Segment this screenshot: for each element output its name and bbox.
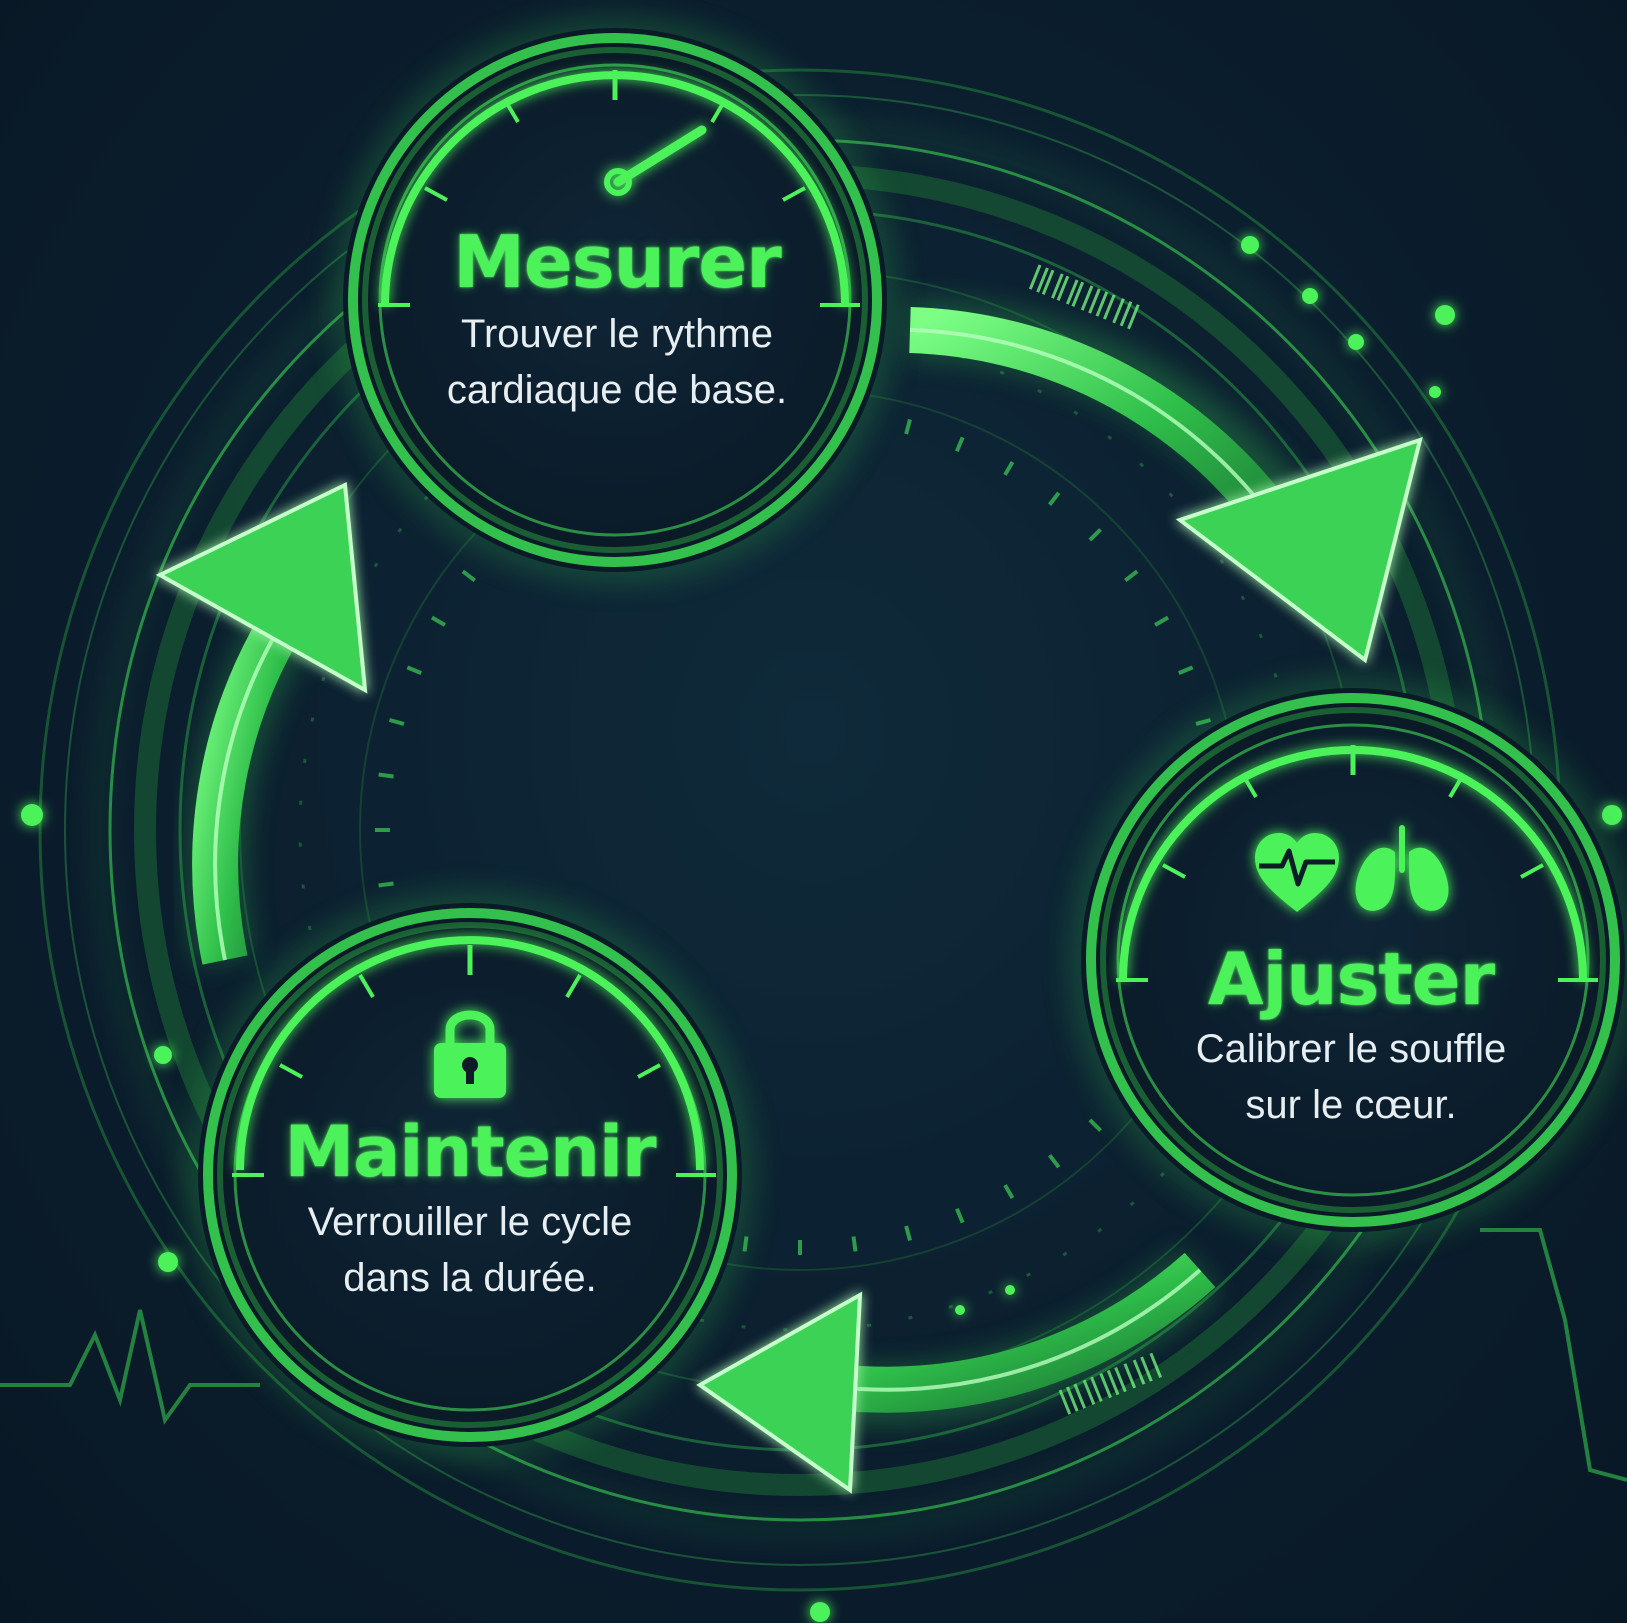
tick-mark <box>430 615 446 627</box>
lungs-icon <box>1355 825 1449 911</box>
step-description-line2: sur le cœur. <box>1245 1083 1457 1127</box>
tick-mark <box>1088 528 1102 542</box>
tick-mark <box>1124 569 1139 582</box>
step-title: Ajuster <box>1207 937 1495 1021</box>
tick-mark <box>904 418 912 435</box>
heartbeat-line <box>0 1228 1627 1482</box>
step-maintenir: Maintenir Verrouiller le cycle dans la d… <box>284 1110 656 1306</box>
tick-mark <box>1154 615 1170 627</box>
step-title: Maintenir <box>284 1111 656 1193</box>
gauge-needle-icon <box>604 125 707 196</box>
tick-mark <box>388 718 405 726</box>
tick-mark <box>378 772 394 779</box>
step-description-line1: Verrouiller le cycle <box>307 1200 633 1244</box>
node-maintenir <box>185 890 755 1460</box>
tick-mark <box>406 665 422 675</box>
step-description-line1: Calibrer le souffle <box>1195 1027 1507 1071</box>
cycle-arrow-mesurer-to-ajuster <box>909 299 1423 664</box>
heart-pulse-icon <box>1255 833 1339 912</box>
circuit-dots <box>21 236 1622 1622</box>
step-mesurer: Mesurer Trouver le rythme cardiaque de b… <box>447 220 787 418</box>
tick-mark <box>1003 1184 1015 1200</box>
tick-mark <box>1088 1118 1102 1132</box>
step-description-line2: dans la durée. <box>343 1256 597 1300</box>
step-title: Mesurer <box>453 220 781 304</box>
node-mesurer <box>330 15 900 585</box>
tick-mark <box>904 1225 912 1242</box>
step-description-line2: cardiaque de base. <box>446 368 788 412</box>
tick-mark <box>1178 665 1194 675</box>
tick-mark <box>378 881 394 888</box>
tick-mark <box>1048 491 1061 506</box>
tick-mark <box>1048 1154 1061 1169</box>
tick-mark <box>955 436 965 452</box>
tick-mark <box>955 1208 965 1224</box>
padlock-icon <box>434 1010 506 1098</box>
cycle-arrow-ajuster-to-maintenir <box>696 1247 1221 1494</box>
step-description-line1: Trouver le rythme <box>461 312 773 356</box>
cycle-arrow-maintenir-to-mesurer <box>155 481 368 966</box>
tick-mark <box>851 1236 858 1252</box>
tick-mark <box>461 569 476 582</box>
node-ajuster <box>1068 675 1627 1245</box>
step-ajuster: Ajuster Calibrer le souffle sur le cœur. <box>1196 937 1507 1133</box>
tick-mark <box>1003 460 1015 476</box>
